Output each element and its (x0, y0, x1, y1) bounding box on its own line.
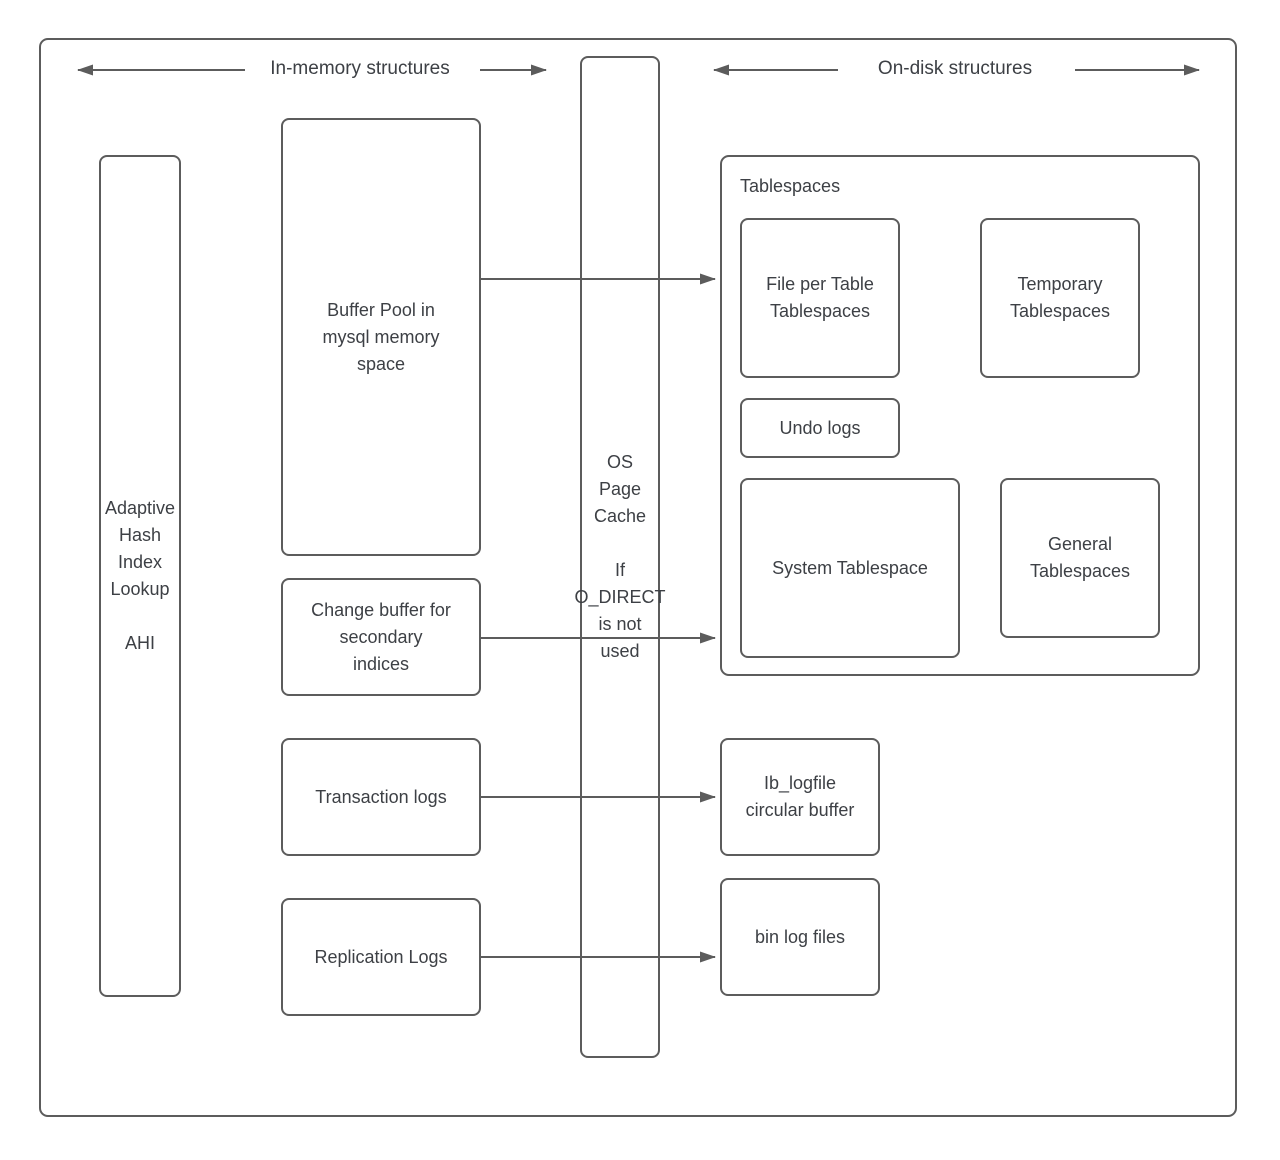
on-disk-structures-label: On-disk structures (873, 58, 1037, 80)
transaction-logs-label: Transaction logs (315, 786, 447, 807)
change-buffer-label: Change buffer for secondary indices (311, 599, 451, 674)
file-per-table-tablespaces-box: File per Table Tablespaces (740, 218, 900, 378)
change-buffer-box: Change buffer for secondary indices (281, 578, 481, 696)
general-tablespaces-label: General Tablespaces (1029, 534, 1131, 581)
ib-logfile-box: Ib_logfile circular buffer (720, 738, 880, 856)
system-tablespace-box: System Tablespace (740, 478, 960, 658)
replication-logs-label: Replication Logs (314, 946, 448, 967)
undo-logs-box: Undo logs (740, 398, 900, 458)
outer-frame (39, 38, 1237, 1117)
file-per-table-tablespaces-label: File per Table Tablespaces (766, 274, 874, 321)
replication-logs-box: Replication Logs (281, 898, 481, 1016)
temporary-tablespaces-label: Temporary Tablespaces (1009, 274, 1111, 321)
ib-logfile-label: Ib_logfile circular buffer (745, 773, 855, 820)
os-page-cache-box: OS Page Cache If O_DIRECT is not used (574, 56, 666, 1058)
buffer-pool-box: Buffer Pool in mysql memory space (281, 118, 481, 556)
transaction-logs-box: Transaction logs (281, 738, 481, 856)
os-page-cache-label: OS Page Cache If O_DIRECT is not used (574, 452, 666, 661)
bin-log-files-box: bin log files (720, 878, 880, 996)
tablespaces-title: Tablespaces (740, 176, 841, 196)
general-tablespaces-box: General Tablespaces (1000, 478, 1160, 638)
buffer-pool-label: Buffer Pool in mysql memory space (322, 299, 440, 374)
system-tablespace-label: System Tablespace (772, 557, 928, 578)
adaptive-hash-index-box: Adaptive Hash Index Lookup AHI (99, 155, 181, 997)
temporary-tablespaces-box: Temporary Tablespaces (980, 218, 1140, 378)
adaptive-hash-index-label: Adaptive Hash Index Lookup AHI (104, 498, 176, 653)
undo-logs-label: Undo logs (779, 417, 861, 438)
bin-log-files-label: bin log files (754, 926, 846, 947)
tablespaces-container (720, 155, 1200, 676)
in-memory-structures-label: In-memory structures (266, 58, 454, 80)
